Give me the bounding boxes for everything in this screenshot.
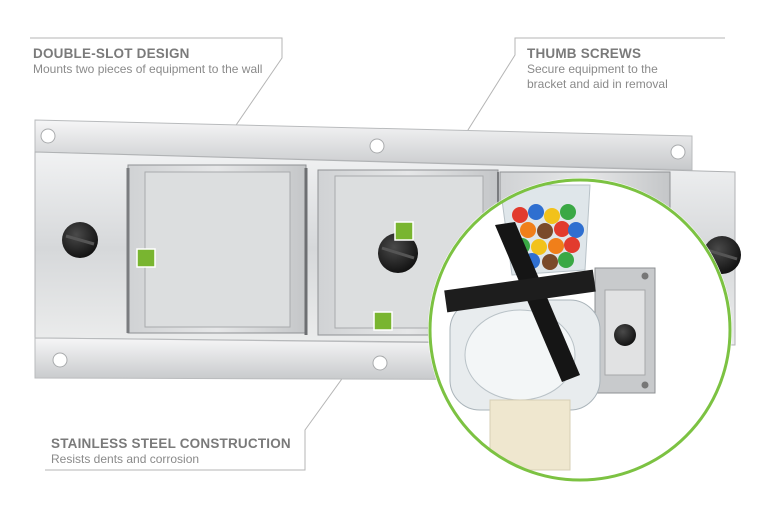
zoom-ring bbox=[428, 178, 732, 482]
callout-double-slot-title: DOUBLE-SLOT DESIGN bbox=[33, 46, 190, 61]
marker-stainless-steel bbox=[373, 311, 393, 331]
callout-stainless-steel-description: Resists dents and corrosion bbox=[51, 452, 200, 466]
marker-double-slot bbox=[136, 248, 156, 268]
callout-thumb-screws-title: THUMB SCREWS bbox=[527, 46, 642, 61]
mount-hole-top-left bbox=[40, 128, 56, 144]
top-flange bbox=[34, 119, 693, 171]
callout-stainless-steel-title: STAINLESS STEEL CONSTRUCTION bbox=[51, 436, 291, 451]
callout-double-slot: DOUBLE-SLOT DESIGN Mounts two pieces of … bbox=[33, 45, 293, 77]
zoom-detail bbox=[428, 178, 732, 482]
mount-hole-top-right bbox=[670, 144, 686, 160]
mount-hole-bottom-mid bbox=[372, 355, 388, 371]
candy-pieces bbox=[512, 204, 584, 270]
thumb-screw-knob-left bbox=[62, 222, 98, 258]
thumb-screw-knob-center bbox=[378, 233, 418, 273]
callout-stainless-steel: STAINLESS STEEL CONSTRUCTION Resists den… bbox=[51, 435, 331, 467]
callout-thumb-screws-description-1: Secure equipment to the bbox=[527, 62, 658, 76]
marker-thumb-screws bbox=[394, 221, 414, 241]
callout-thumb-screws: THUMB SCREWS Secure equipment to the bra… bbox=[527, 45, 707, 92]
mount-hole-bottom-left bbox=[52, 352, 68, 368]
zoom-thumb-screw bbox=[614, 324, 636, 346]
callout-double-slot-description: Mounts two pieces of equipment to the wa… bbox=[33, 62, 263, 76]
slot-left-inner bbox=[144, 171, 291, 328]
mount-hole-top-mid bbox=[369, 138, 385, 154]
callout-thumb-screws-description-2: bracket and aid in removal bbox=[527, 77, 668, 91]
dispenser-handle bbox=[495, 222, 580, 382]
